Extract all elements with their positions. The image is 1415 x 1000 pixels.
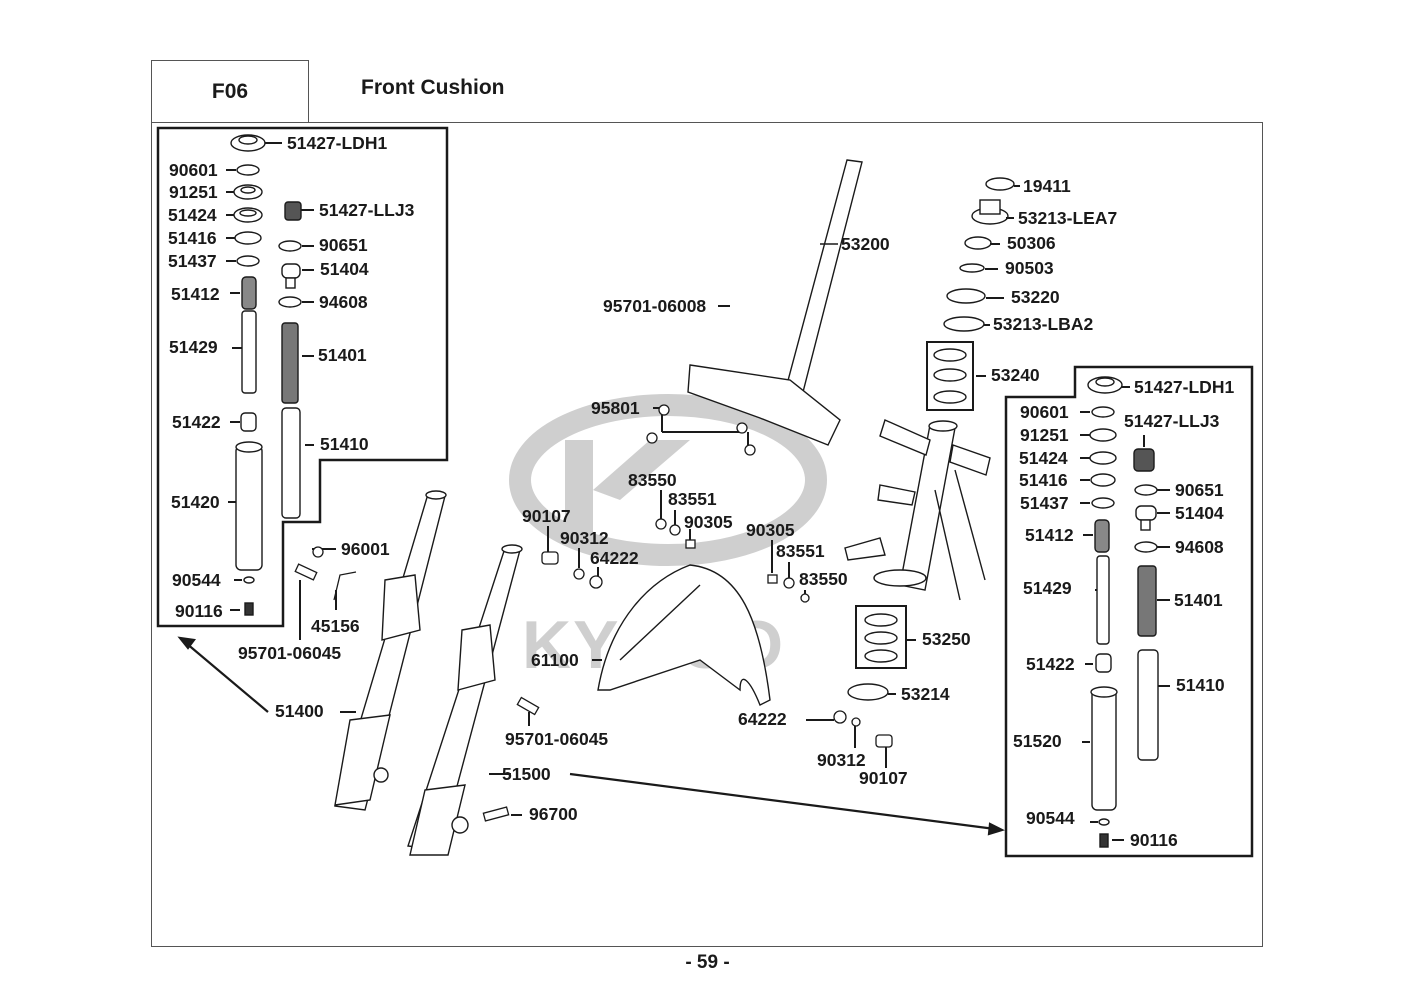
part-label: 90312	[817, 750, 866, 770]
part-label: 83550	[628, 470, 677, 490]
page-number: - 59 -	[685, 952, 730, 973]
part-label: 53213-LEA7	[1018, 208, 1118, 228]
part-label: 90312	[560, 528, 609, 548]
part-label: 51412	[1025, 525, 1074, 545]
section-code: F06	[151, 60, 309, 122]
steering-stem-part	[687, 159, 863, 446]
part-label: 53200	[841, 234, 890, 254]
kymco-logo-icon	[509, 394, 827, 566]
part-label: 90305	[684, 512, 733, 532]
part-label: 53240	[991, 365, 1040, 385]
part-label: 90544	[172, 570, 221, 590]
part-label: 90601	[169, 160, 218, 180]
part-label: 51404	[320, 259, 369, 279]
left-detail-box	[156, 126, 449, 628]
part-label: 51427-LLJ3	[319, 200, 415, 220]
part-label: 53220	[1011, 287, 1060, 307]
part-label: 51500	[502, 764, 551, 784]
part-label: 90107	[522, 506, 571, 526]
part-label: 51400	[275, 701, 324, 721]
part-label: 19411	[1023, 176, 1071, 196]
part-label: 51427-LDH1	[1134, 377, 1235, 397]
part-label: 83551	[668, 489, 717, 509]
part-label: 51410	[1176, 675, 1225, 695]
part-label: 90116	[175, 601, 223, 621]
part-label: 51404	[1175, 503, 1224, 523]
part-label: 51437	[168, 251, 217, 271]
part-label: 51427-LLJ3	[1124, 411, 1220, 431]
part-label: 95701-06008	[603, 296, 707, 316]
part-label: 51412	[171, 284, 220, 304]
part-label: 51410	[320, 434, 369, 454]
left-fork-assembly	[334, 490, 447, 811]
part-label: 90116	[1130, 830, 1178, 850]
part-label: 90651	[319, 235, 368, 255]
right-detail-box	[1004, 365, 1254, 858]
part-label: 51401	[318, 345, 367, 365]
part-label: 61100	[531, 650, 579, 670]
kymco-logo-k-icon	[565, 440, 690, 535]
left-box-parts	[230, 134, 302, 616]
front-fender-part	[597, 564, 771, 706]
part-label: 90503	[1005, 258, 1054, 278]
part-label: 50306	[1007, 233, 1056, 253]
part-label: 95701-06045	[238, 643, 342, 663]
part-label: 91251	[169, 182, 218, 202]
part-label: 64222	[590, 548, 639, 568]
part-label: 83550	[799, 569, 848, 589]
part-label: 96700	[529, 804, 578, 824]
frame-head-part	[844, 419, 991, 601]
part-label: 51429	[169, 337, 218, 357]
bearing-kit-box-53240	[926, 341, 974, 411]
bearing-kit-box-53250	[855, 605, 907, 669]
part-label: 53214	[901, 684, 950, 704]
part-label: 83551	[776, 541, 825, 561]
part-label: 90651	[1175, 480, 1224, 500]
right-fork-assembly	[407, 544, 523, 856]
part-label: 91251	[1020, 425, 1069, 445]
part-label: 94608	[319, 292, 368, 312]
part-label: 51424	[168, 205, 217, 225]
part-label: 51420	[171, 492, 220, 512]
part-label: 51437	[1020, 493, 1069, 513]
part-label: 51422	[172, 412, 221, 432]
part-label: 51424	[1019, 448, 1068, 468]
page-title: Front Cushion	[361, 76, 505, 99]
part-label: 90544	[1026, 808, 1075, 828]
part-label: 51416	[1019, 470, 1068, 490]
part-label: 51429	[1023, 578, 1072, 598]
part-label: 51520	[1013, 731, 1062, 751]
part-label: 51416	[168, 228, 217, 248]
diagram-frame	[151, 122, 1263, 947]
part-label: 53250	[922, 629, 971, 649]
part-label: 95701-06045	[505, 729, 609, 749]
part-label: 90107	[859, 768, 908, 788]
part-label: 96001	[341, 539, 390, 559]
part-label: 95801	[591, 398, 640, 418]
part-label: 53213-LBA2	[993, 314, 1094, 334]
right-box-parts	[1087, 376, 1159, 848]
part-label: 45156	[311, 616, 360, 636]
part-label: 90305	[746, 520, 795, 540]
part-label: 94608	[1175, 537, 1224, 557]
part-label: 51401	[1174, 590, 1223, 610]
part-label: 51422	[1026, 654, 1075, 674]
part-label: 64222	[738, 709, 787, 729]
part-label: 90601	[1020, 402, 1069, 422]
part-label: 51427-LDH1	[287, 133, 388, 153]
